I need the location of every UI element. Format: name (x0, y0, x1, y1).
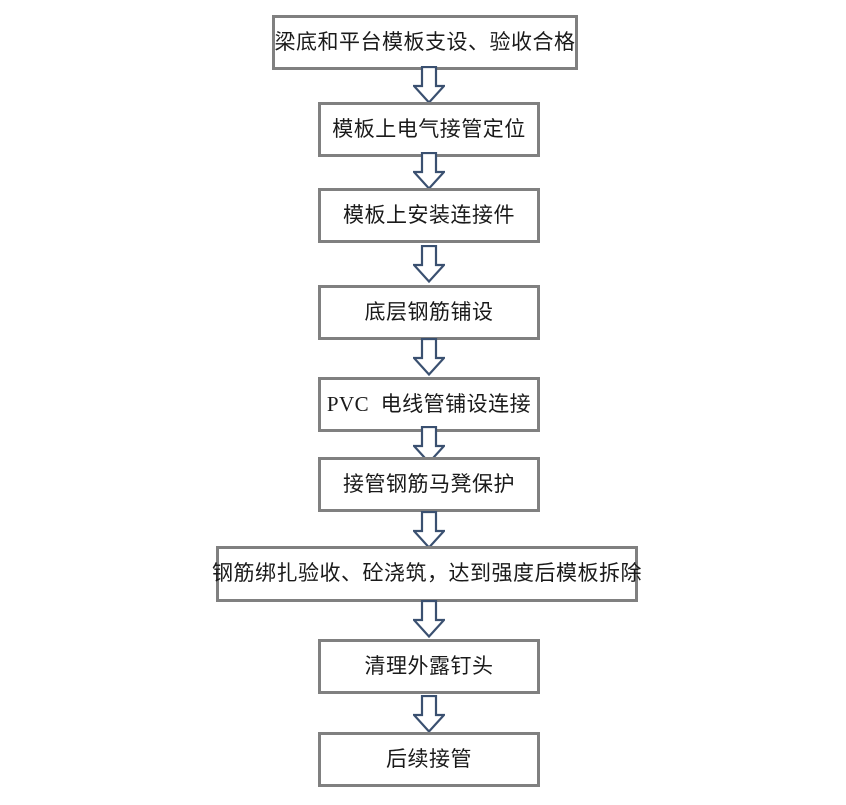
flow-node-1-label: 梁底和平台模板支设、验收合格 (274, 29, 576, 54)
flow-node-8[interactable]: 清理外露钉头 (318, 639, 540, 694)
down-arrow-icon-7 (413, 600, 445, 638)
down-arrow-icon-4 (413, 338, 445, 376)
down-arrow-icon-6 (413, 511, 445, 549)
flow-node-7-label: 钢筋绑扎验收、砼浇筑，达到强度后模板拆除 (212, 561, 642, 586)
flow-node-1[interactable]: 梁底和平台模板支设、验收合格 (272, 15, 578, 70)
flow-node-4-label: 底层钢筋铺设 (364, 299, 494, 324)
flow-node-9[interactable]: 后续接管 (318, 732, 540, 787)
flow-node-3-label: 模板上安装连接件 (343, 202, 515, 227)
flow-node-3[interactable]: 模板上安装连接件 (318, 188, 540, 243)
flow-node-4[interactable]: 底层钢筋铺设 (318, 285, 540, 340)
flow-node-6-label: 接管钢筋马凳保护 (343, 471, 515, 496)
flow-node-6[interactable]: 接管钢筋马凳保护 (318, 457, 540, 512)
flow-node-2[interactable]: 模板上电气接管定位 (318, 102, 540, 157)
down-arrow-icon-5 (413, 426, 445, 464)
flow-node-8-label: 清理外露钉头 (364, 653, 494, 678)
flow-node-7[interactable]: 钢筋绑扎验收、砼浇筑，达到强度后模板拆除 (212, 546, 642, 602)
flow-node-5[interactable]: PVC 电线管铺设连接 (318, 377, 540, 432)
down-arrow-icon-8 (413, 695, 445, 733)
down-arrow-icon-3 (413, 245, 445, 283)
flow-node-2-label: 模板上电气接管定位 (332, 116, 526, 141)
down-arrow-icon-2 (413, 152, 445, 190)
flow-node-5-label: PVC 电线管铺设连接 (326, 391, 532, 416)
down-arrow-icon-1 (413, 66, 445, 104)
flow-node-9-label: 后续接管 (386, 746, 472, 771)
